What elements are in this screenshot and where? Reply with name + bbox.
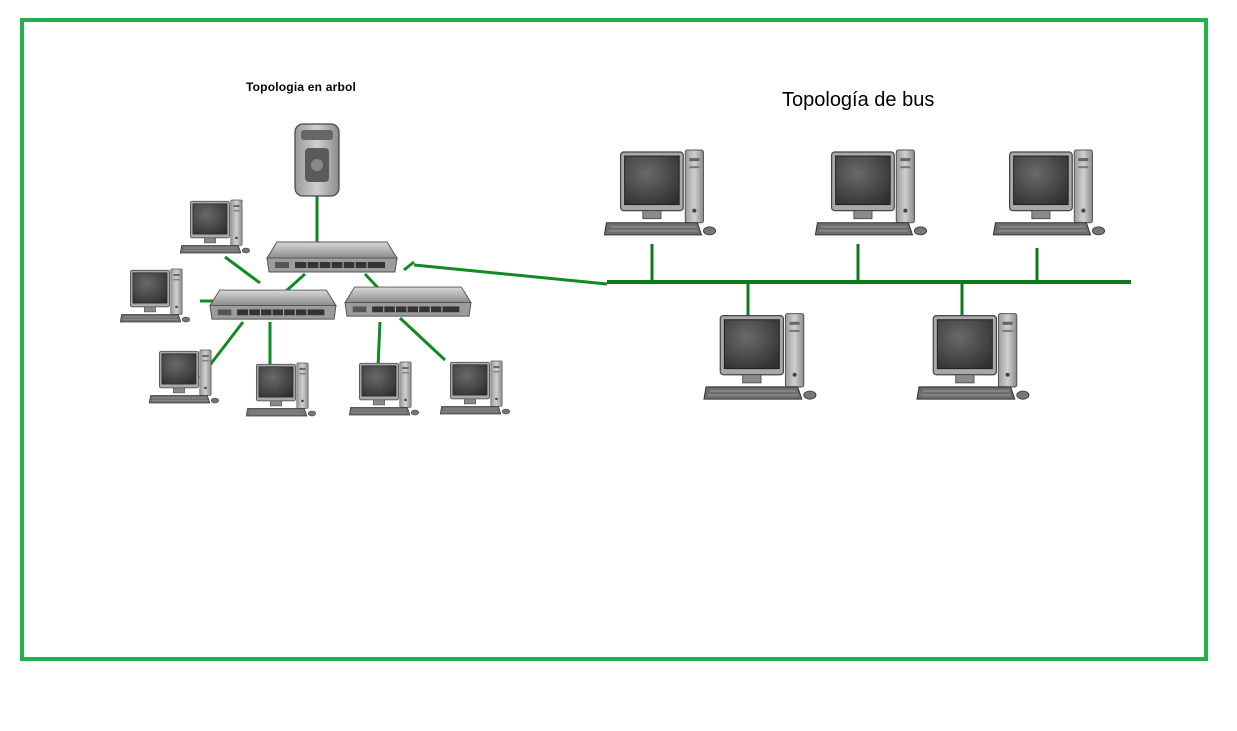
desktop-computer-icon: [348, 361, 420, 416]
desktop-computer-icon: [703, 313, 817, 400]
tree-topology-title: Topologia en arbol: [246, 80, 357, 94]
desktop-computer-icon: [439, 360, 511, 415]
network-switch-icon: [266, 241, 398, 273]
desktop-computer-icon: [603, 149, 717, 236]
tree-cables: [198, 195, 608, 379]
desktop-computer-icon: [992, 149, 1106, 236]
network-switch-icon: [209, 289, 337, 320]
diagram-frame: [20, 18, 1208, 661]
desktop-computer-icon: [179, 199, 251, 254]
desktop-computer-icon: [119, 268, 191, 323]
desktop-computer-icon: [245, 362, 317, 417]
network-switch-icon: [344, 286, 472, 317]
desktop-computer-icon: [814, 149, 928, 236]
bus-drops: [650, 244, 1039, 316]
desktop-computer-icon: [916, 313, 1030, 400]
server-tower-icon: [294, 123, 340, 197]
desktop-computer-icon: [148, 349, 220, 404]
bus-topology-title: Topología de bus: [782, 89, 935, 111]
